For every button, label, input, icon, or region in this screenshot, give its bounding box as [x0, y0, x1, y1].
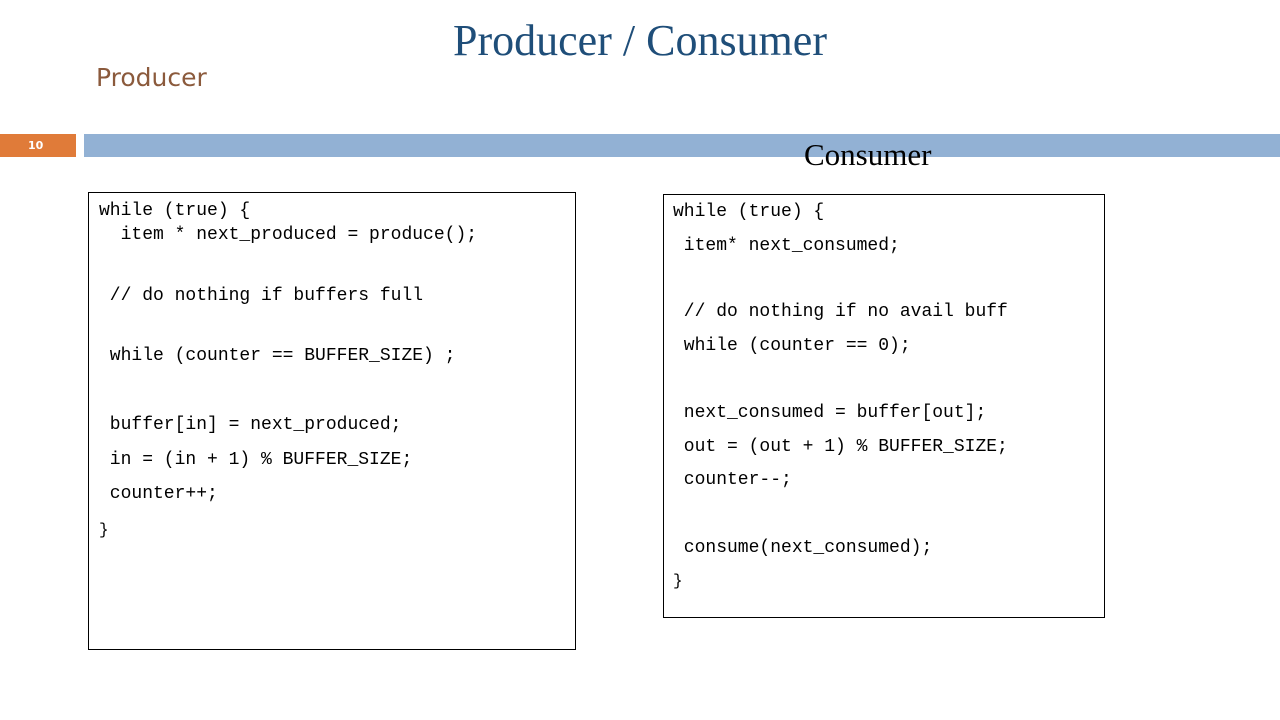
producer-code-box: while (true) { item * next_produced = pr…	[88, 192, 576, 650]
consumer-code-box: while (true) { item* next_consumed; // d…	[663, 194, 1105, 618]
producer-code-line: while (counter == BUFFER_SIZE) ;	[99, 346, 456, 366]
consumer-code-line: }	[673, 572, 683, 590]
producer-code-line: while (true) {	[99, 201, 251, 221]
slide-number-badge: 10	[0, 134, 76, 157]
consumer-code-line: out = (out + 1) % BUFFER_SIZE;	[673, 437, 1008, 457]
consumer-code-line: // do nothing if no avail buff	[673, 302, 1008, 322]
consumer-code-line: counter--;	[673, 470, 792, 490]
producer-code-line: item * next_produced = produce();	[99, 225, 478, 245]
slide-title: Producer / Consumer	[453, 16, 827, 65]
producer-code-line: in = (in + 1) % BUFFER_SIZE;	[99, 450, 413, 470]
header-bar	[84, 134, 1280, 157]
producer-code-line: counter++;	[99, 484, 218, 504]
consumer-code-line: while (counter == 0);	[673, 336, 911, 356]
producer-heading: Producer	[96, 63, 207, 92]
consumer-code-line: while (true) {	[673, 202, 825, 222]
producer-code-line: }	[99, 521, 109, 539]
consumer-heading: Consumer	[804, 137, 932, 172]
consumer-code-line: consume(next_consumed);	[673, 538, 933, 558]
consumer-code-line: next_consumed = buffer[out];	[673, 403, 987, 423]
producer-code-line: // do nothing if buffers full	[99, 286, 424, 306]
consumer-code-line: item* next_consumed;	[673, 236, 900, 256]
producer-code-line: buffer[in] = next_produced;	[99, 415, 402, 435]
